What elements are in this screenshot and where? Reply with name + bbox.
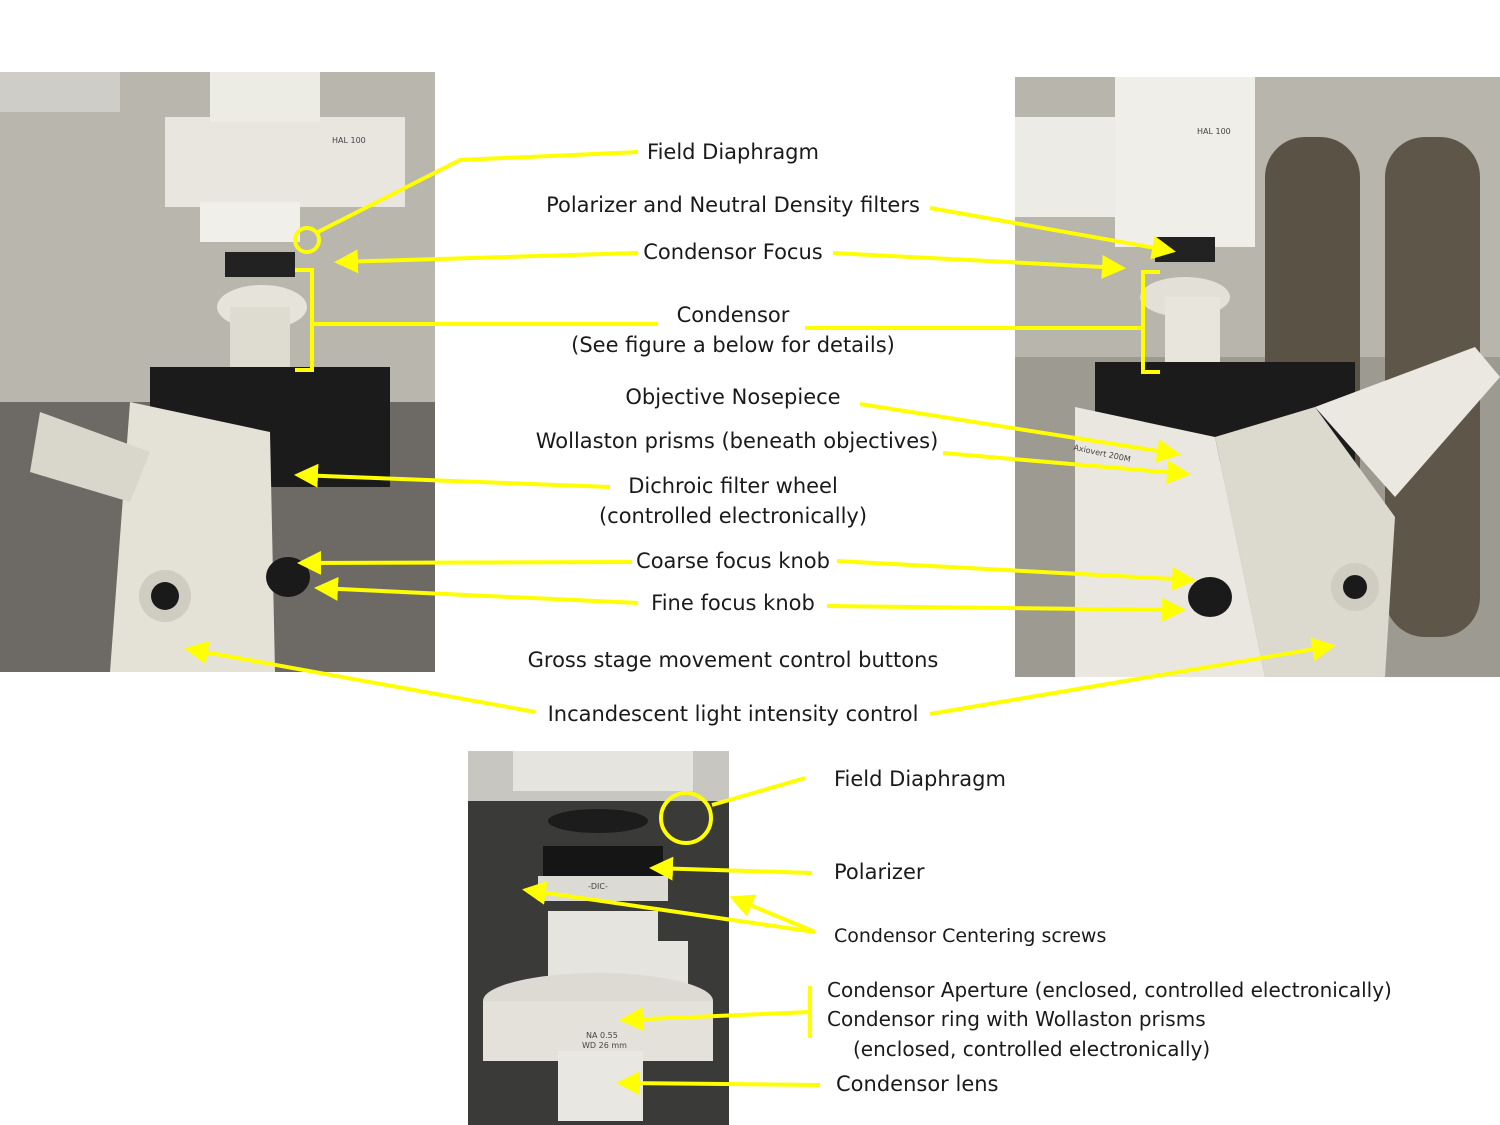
left-microscope-photo: HAL 100: [0, 72, 435, 672]
wd-label: WD 26 mm: [582, 1041, 627, 1050]
label-bottom-polarizer: Polarizer: [834, 860, 925, 884]
label-polarizer-nd-filters: Polarizer and Neutral Density filters: [546, 193, 920, 217]
label-dichroic-note: (controlled electronically): [598, 504, 868, 528]
lamp-label: HAL 100: [332, 136, 366, 145]
label-wollaston-prisms: Wollaston prisms (beneath objectives): [535, 429, 939, 453]
label-condensor-lens: Condensor lens: [836, 1072, 999, 1096]
right-microscope-photo: HAL 100 Axiovert 200M: [1015, 77, 1500, 677]
label-condensor-ring: Condensor ring with Wollaston prisms: [827, 1007, 1206, 1031]
label-objective-nosepiece: Objective Nosepiece: [625, 385, 841, 409]
label-coarse-focus: Coarse focus knob: [636, 549, 830, 573]
dic-label: -DIC-: [588, 882, 608, 891]
label-condensor-focus: Condensor Focus: [643, 240, 823, 264]
label-incandescent-control: Incandescent light intensity control: [547, 702, 919, 726]
label-condensor-note: (See figure a below for details): [571, 333, 895, 357]
condensor-closeup-photo: -DIC- NA 0.55 WD 26 mm: [468, 751, 729, 1125]
label-bottom-field-diaphragm: Field Diaphragm: [834, 767, 1006, 791]
label-field-diaphragm: Field Diaphragm: [647, 140, 819, 164]
label-condensor-aperture: Condensor Aperture (enclosed, controlled…: [827, 978, 1392, 1002]
label-condensor-ring-note: (enclosed, controlled electronically): [853, 1037, 1211, 1061]
label-condensor: Condensor: [676, 303, 790, 327]
label-gross-stage-buttons: Gross stage movement control buttons: [527, 648, 939, 672]
label-dichroic-filter-wheel: Dichroic filter wheel: [628, 474, 838, 498]
label-centering-screws: Condensor Centering screws: [834, 925, 1107, 947]
na-label: NA 0.55: [586, 1031, 618, 1040]
lamp-label: HAL 100: [1197, 127, 1231, 136]
label-fine-focus: Fine focus knob: [651, 591, 815, 615]
